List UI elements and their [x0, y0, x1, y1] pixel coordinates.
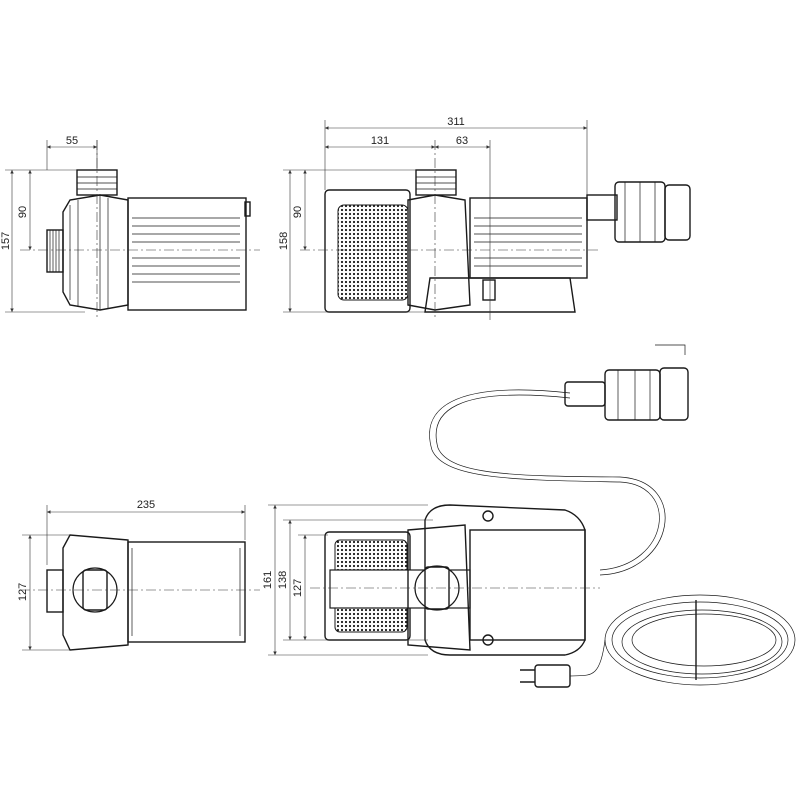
- inlet-connector: [415, 169, 457, 196]
- dim-158: 158: [278, 232, 290, 250]
- outlet-thread: [46, 229, 64, 273]
- dim-235: 235: [137, 499, 155, 511]
- motor-housing: [127, 197, 247, 311]
- dim-127-filter: 127: [292, 579, 304, 597]
- power-cord: [429, 389, 660, 571]
- dim-55: 55: [66, 135, 78, 147]
- dim-90-filter: 90: [292, 206, 304, 218]
- top-view: 235 127: [17, 499, 260, 651]
- dim-157: 157: [0, 232, 12, 250]
- dim-63: 63: [456, 135, 468, 147]
- filter-mesh: [337, 204, 409, 301]
- dim-138: 138: [277, 571, 289, 589]
- dim-90: 90: [17, 206, 29, 218]
- side-view: 55 157 90: [0, 135, 260, 320]
- dim-131: 131: [371, 135, 389, 147]
- top-view-with-filter: 161 138 127: [262, 344, 796, 688]
- base-foot: [424, 277, 576, 313]
- dim-161: 161: [262, 571, 274, 589]
- dim-127: 127: [17, 583, 29, 601]
- side-view-with-filter: 311 131 63 158 90: [278, 116, 691, 320]
- cable-plug: [604, 369, 661, 421]
- pump-flange: [62, 194, 129, 311]
- dim-311: 311: [447, 116, 465, 128]
- mains-plug: [534, 664, 571, 688]
- coiled-cable: [569, 594, 796, 686]
